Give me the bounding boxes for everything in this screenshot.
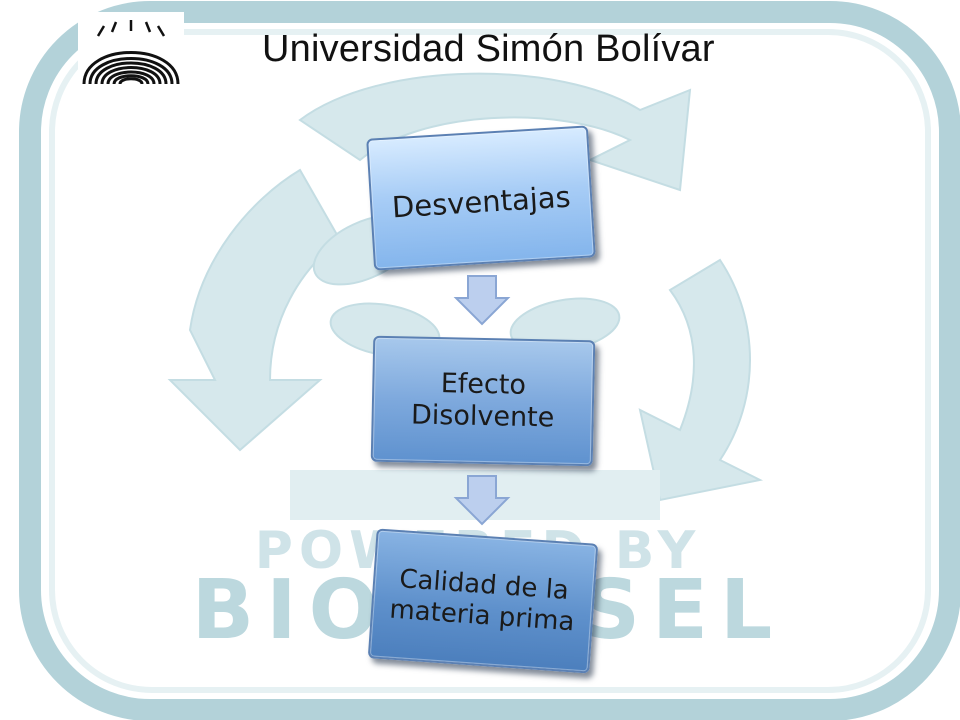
page-title: Universidad Simón Bolívar <box>262 28 715 70</box>
usb-arches-logo-icon <box>78 12 184 96</box>
flow-step-calidad-materia-prima: Calidad de la materia prima <box>367 528 599 674</box>
down-arrow-icon <box>453 275 511 326</box>
flow-step-efecto-disolvente: Efecto Disolvente <box>370 335 596 467</box>
inner-frame <box>49 29 931 693</box>
recycle-leaf-icon <box>167 72 764 520</box>
down-arrow-icon <box>453 475 511 526</box>
flow-step-desventajas: Desventajas <box>366 125 596 271</box>
outer-frame <box>19 1 960 720</box>
